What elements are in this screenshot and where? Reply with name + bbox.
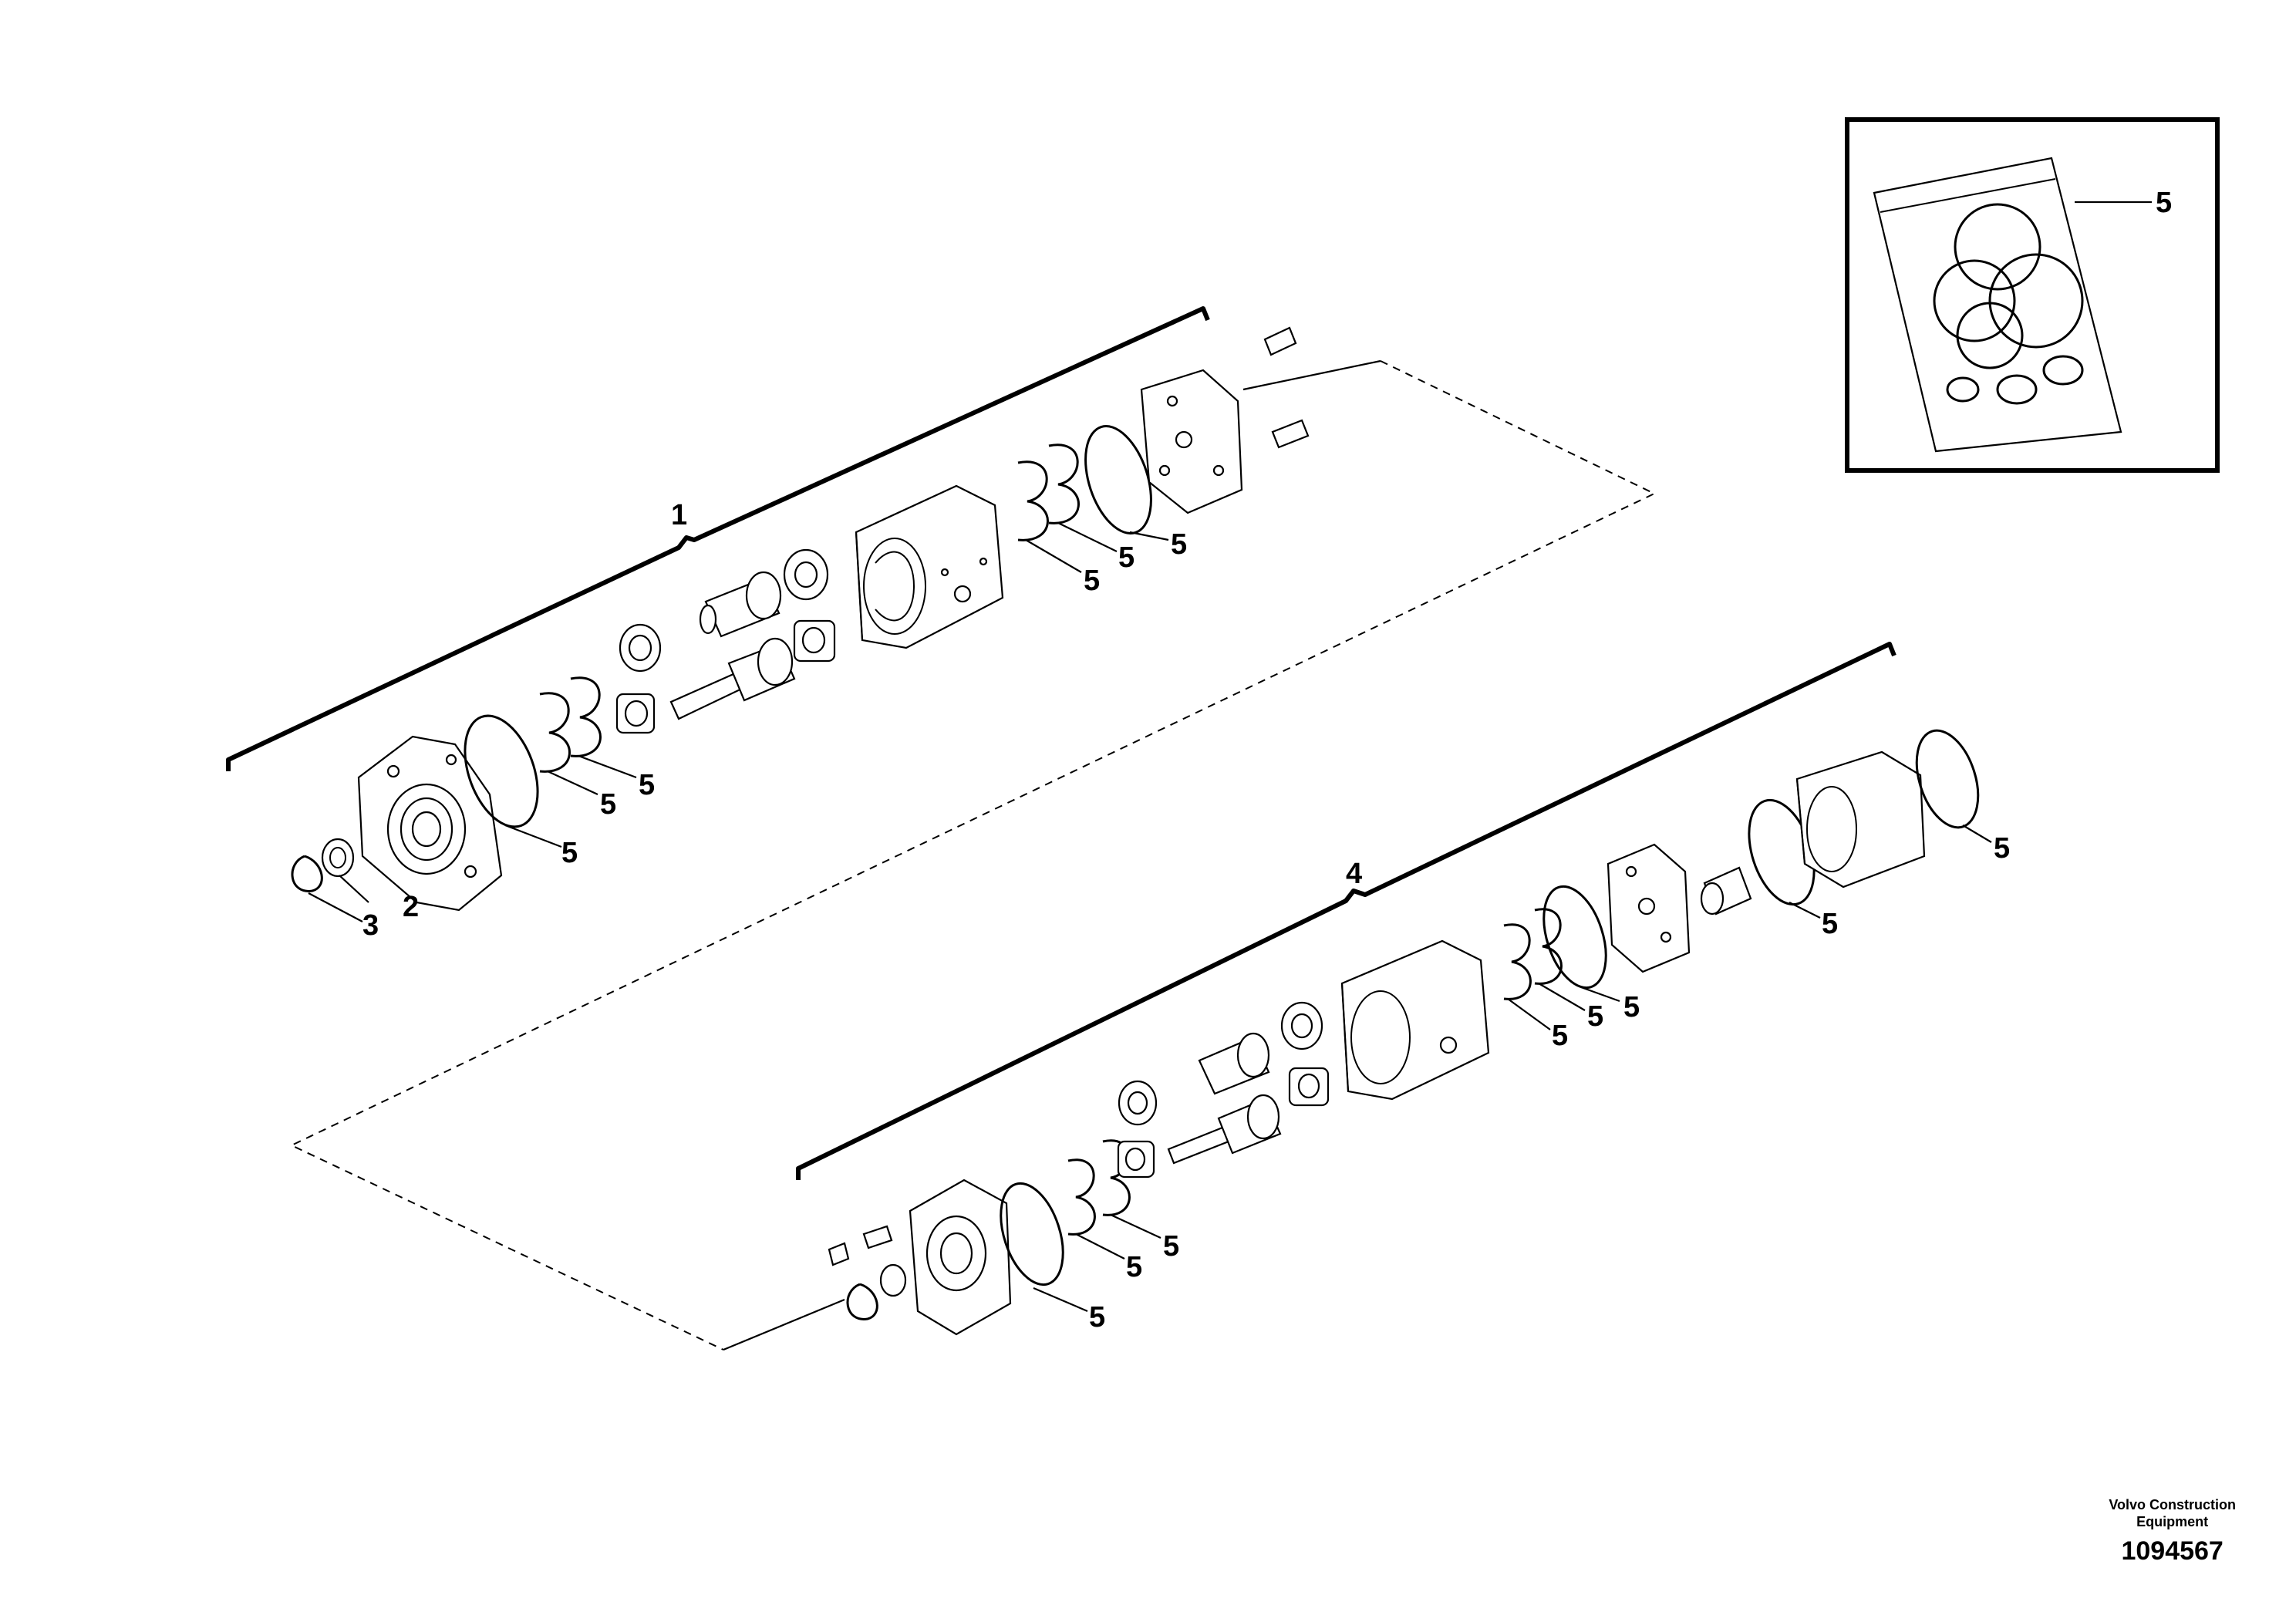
- callout-5-upper-oring-rear: 5: [1171, 528, 1187, 561]
- pump-housing-lower: [1340, 939, 1490, 1101]
- driven-gear-upper: [699, 571, 782, 638]
- seal-clip-upper-d: [1048, 443, 1080, 524]
- bearing-block-lower-rear: [1280, 1001, 1330, 1107]
- credit-line-1: Volvo Construction: [2109, 1497, 2236, 1512]
- callout-5-lower-oring: 5: [1089, 1301, 1105, 1334]
- brace-item-4: [796, 642, 1896, 1180]
- kit-seal-c: [2042, 355, 2084, 386]
- upper-pump-assembly: [226, 306, 1657, 1351]
- bolt-upper-a: [1263, 326, 1297, 356]
- needle-bearing-lower: [1700, 866, 1752, 916]
- callout-5-lower-clip-b: 5: [1163, 1230, 1179, 1263]
- shaft-seal: [321, 838, 355, 878]
- seal-clip-upper-a: [539, 692, 571, 773]
- callout-5-lower-clip-d: 5: [1587, 1000, 1603, 1033]
- drawing-number: 1094567: [2121, 1536, 2224, 1566]
- bearing-block-lower-front: [1117, 1080, 1158, 1179]
- kit-o-ring-c: [1988, 253, 2084, 349]
- bolt-upper-b: [1271, 419, 1310, 449]
- credit-line-2: Equipment: [2136, 1514, 2209, 1529]
- lower-pump-assembly: [723, 642, 1992, 1351]
- plug-lower: [828, 1242, 850, 1266]
- brace-item-1: [226, 306, 1210, 771]
- o-ring-lower-front: [1000, 1182, 1064, 1286]
- intermediate-plate-lower: [1607, 843, 1691, 973]
- dashed-connection: [289, 360, 1657, 1351]
- kit-seal-a: [1946, 376, 1980, 403]
- o-ring-lower-mid: [1542, 885, 1607, 990]
- callout-5-upper-clip-c: 5: [1084, 565, 1100, 597]
- kit-seal-b: [1996, 374, 2038, 405]
- callout-5-upper-clip-b: 5: [639, 769, 655, 801]
- circlip-upper: [291, 855, 323, 892]
- seal-clip-upper-c: [1017, 460, 1049, 541]
- o-ring-lower-rear-b: [1915, 729, 1980, 829]
- seal-clip-lower-d: [1534, 908, 1563, 985]
- kit-o-ring-a: [1954, 203, 2041, 291]
- callout-5-lower-oring-mid: 5: [1623, 991, 1640, 1023]
- callout-5-upper-oring: 5: [561, 837, 578, 869]
- callout-5-lower-clip-c: 5: [1552, 1020, 1568, 1052]
- callout-5-lower-oring-rear-b: 5: [1994, 832, 2010, 865]
- front-flange: [357, 735, 503, 912]
- pump-housing-upper: [855, 484, 1004, 649]
- driven-gear-lower: [1198, 1032, 1270, 1095]
- bearing-block-upper-rear: [783, 548, 836, 663]
- kit-o-ring-b: [1933, 259, 2016, 342]
- callout-5-lower-clip-a: 5: [1126, 1251, 1142, 1283]
- bearing-block-upper-front: [615, 623, 662, 734]
- screw-lower: [862, 1225, 893, 1249]
- front-flange-lower: [909, 1179, 1012, 1336]
- drive-gear-shaft-lower: [1167, 1094, 1282, 1165]
- circlip-lower: [846, 1283, 878, 1320]
- shaft-seal-lower: [879, 1263, 907, 1297]
- publisher-credit: Volvo Construction Equipment 1094567: [2109, 1496, 2236, 1566]
- drive-gear-shaft-upper: [669, 637, 796, 720]
- callout-5-upper-clip-d: 5: [1118, 541, 1135, 574]
- callout-5-lower-oring-rear-a: 5: [1822, 908, 1838, 940]
- o-ring-upper-front: [464, 714, 539, 828]
- rear-housing-lower: [1795, 750, 1926, 889]
- callout-3: 3: [362, 909, 379, 942]
- callout-1: 1: [671, 499, 687, 531]
- seal-clip-lower-c: [1503, 923, 1532, 1000]
- seal-clip-lower-a: [1067, 1158, 1096, 1236]
- kit-o-ring-d: [1956, 302, 2024, 369]
- callout-5-upper-clip-a: 5: [600, 788, 616, 821]
- end-cover-upper: [1140, 369, 1243, 514]
- callout-2: 2: [403, 891, 419, 923]
- callout-4: 4: [1346, 858, 1362, 890]
- seal-clip-upper-b: [570, 676, 602, 757]
- connector-line-lower: [723, 1298, 845, 1351]
- seal-kit-inset: [1845, 117, 2220, 473]
- connector-line-upper: [1242, 359, 1381, 391]
- callout-5-inset: 5: [2156, 187, 2172, 219]
